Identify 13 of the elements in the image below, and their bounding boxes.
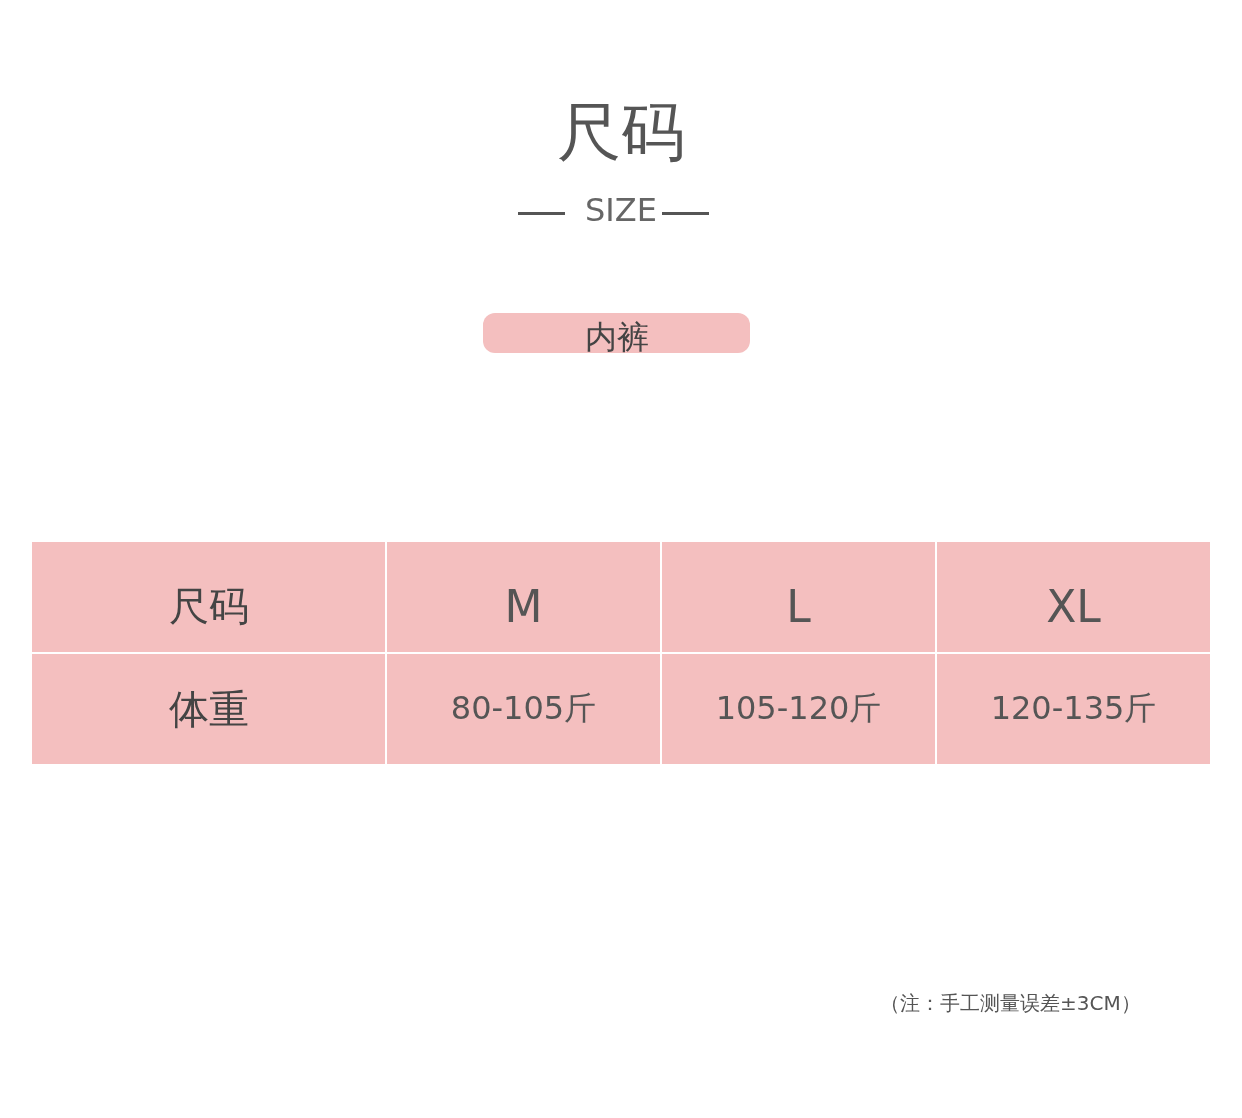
subheading: SIZE: [585, 191, 657, 229]
table-cell: 105-120斤: [661, 653, 936, 765]
table-cell: 120-135斤: [936, 653, 1211, 765]
category-tag: [483, 313, 750, 353]
table-cell: 80-105斤: [386, 653, 661, 765]
header-cell: XL: [936, 541, 1211, 653]
header-cell: 尺码: [31, 541, 386, 653]
header-cell: M: [386, 541, 661, 653]
table-cell: 体重: [31, 653, 386, 765]
note: （注：手工测量误差±3CM）: [880, 990, 1141, 1017]
header-cell: L: [661, 541, 936, 653]
heading: 尺码: [556, 100, 686, 164]
tag-label: 内裤: [584, 321, 649, 353]
